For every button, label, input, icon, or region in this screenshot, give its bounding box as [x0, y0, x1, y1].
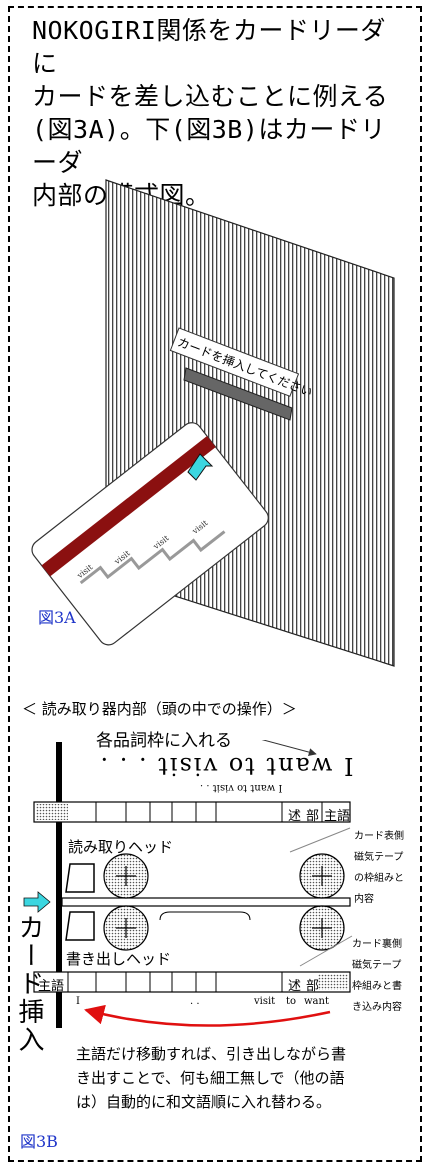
- move-subject-arrow: [84, 1004, 331, 1027]
- card-channel: [61, 897, 351, 907]
- magnetic-stripe: [41, 436, 216, 577]
- section-title: ＜ 読み取り器内部（頭の中での操作）＞: [22, 700, 297, 718]
- card-reader-illustration: カードを挿入してください visit visit visit visit: [31, 179, 395, 667]
- card-insert-label: カード挿入: [14, 914, 44, 1054]
- insert-arrow-icon: [187, 453, 214, 481]
- pos-note: 各品詞枠に入れる: [96, 731, 232, 751]
- top-tape-cell: 主語: [324, 809, 351, 824]
- heading-line: (図3A)。下(図3B)はカードリーダ: [32, 115, 386, 177]
- top-tape: [33, 801, 351, 823]
- bottom-word: want: [304, 996, 329, 1007]
- top-tape-cell: 部: [306, 809, 320, 824]
- fig3b-caption: 図3B: [20, 1132, 58, 1151]
- heading-line: NOKOGIRI関係をカードリーダに: [32, 16, 386, 78]
- bottom-word: visit: [254, 996, 276, 1007]
- explanation: 主語だけ移動すれば、引き出しながら書 き出すことで、何も細工無しで（他の語 は）…: [76, 1045, 347, 1111]
- read-head: [65, 863, 95, 893]
- bottom-tape: [33, 971, 351, 993]
- reader-diagram: [23, 740, 353, 1028]
- bottom-word: to: [286, 996, 297, 1007]
- write-head-label: 書き出しヘッド: [66, 950, 172, 968]
- side-note-bottom: カード裏側 磁気テープ 枠組みと書 き込み内容: [352, 939, 402, 1013]
- slot-label-box: [169, 327, 300, 397]
- card-insert-arrow-icon: [23, 891, 51, 913]
- bottom-tape-cell: 部: [306, 979, 320, 994]
- card-slot: [183, 367, 293, 421]
- fig3a-caption: 図3A: [38, 608, 76, 627]
- bottom-tape-cell: 述: [288, 979, 302, 994]
- bottom-tape-cell: 主語: [38, 979, 65, 994]
- top-tape-cell: 述: [288, 809, 302, 824]
- side-note-top: カード表側 磁気テープ の枠組みと 内容: [354, 831, 404, 905]
- card: [31, 422, 269, 646]
- card-entry-bar: [56, 742, 62, 1028]
- heading-line: カードを差し込むことに例える: [32, 82, 389, 111]
- bottom-word: . .: [190, 996, 200, 1007]
- figure-frame: [8, 6, 422, 1162]
- write-head: [65, 911, 95, 941]
- read-head-label: 読み取りヘッド: [68, 838, 174, 856]
- card-zigzag: [79, 530, 226, 585]
- bottom-word: I: [76, 996, 80, 1007]
